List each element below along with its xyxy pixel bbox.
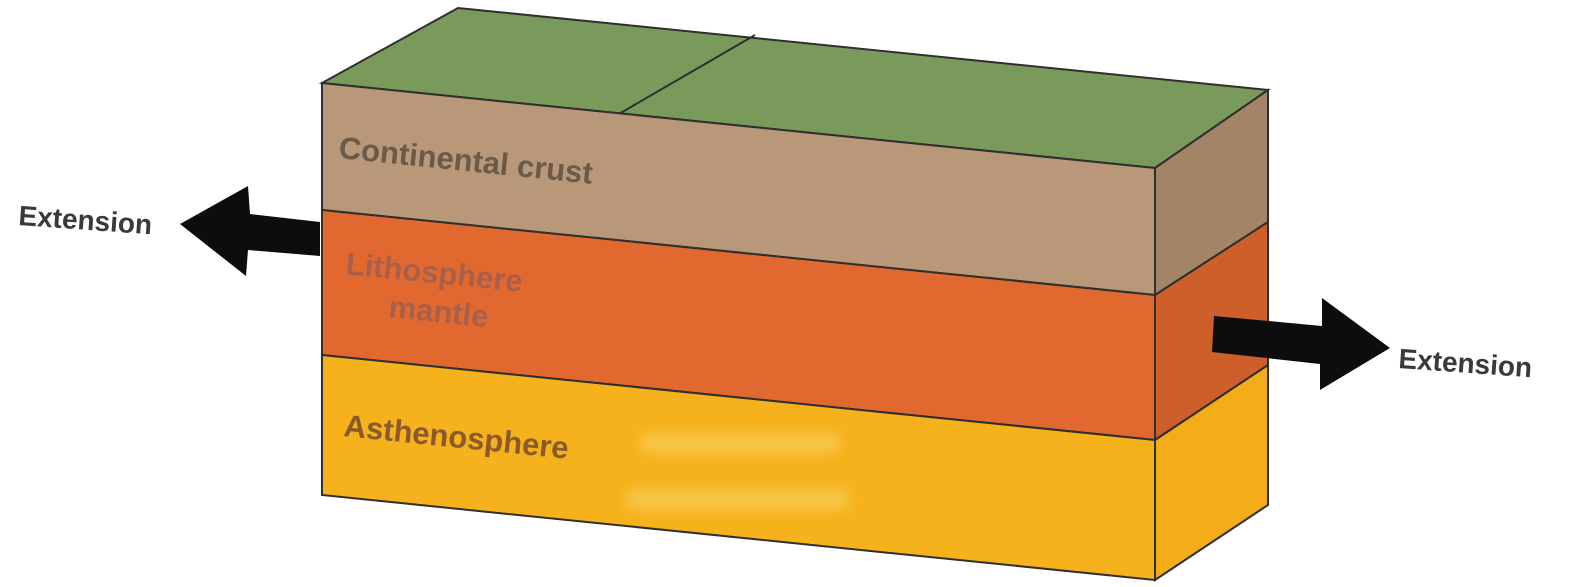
left-extension-arrow-icon [180, 186, 320, 276]
right-extension-label: Extension [1398, 343, 1534, 383]
left-extension-label: Extension [18, 200, 154, 240]
